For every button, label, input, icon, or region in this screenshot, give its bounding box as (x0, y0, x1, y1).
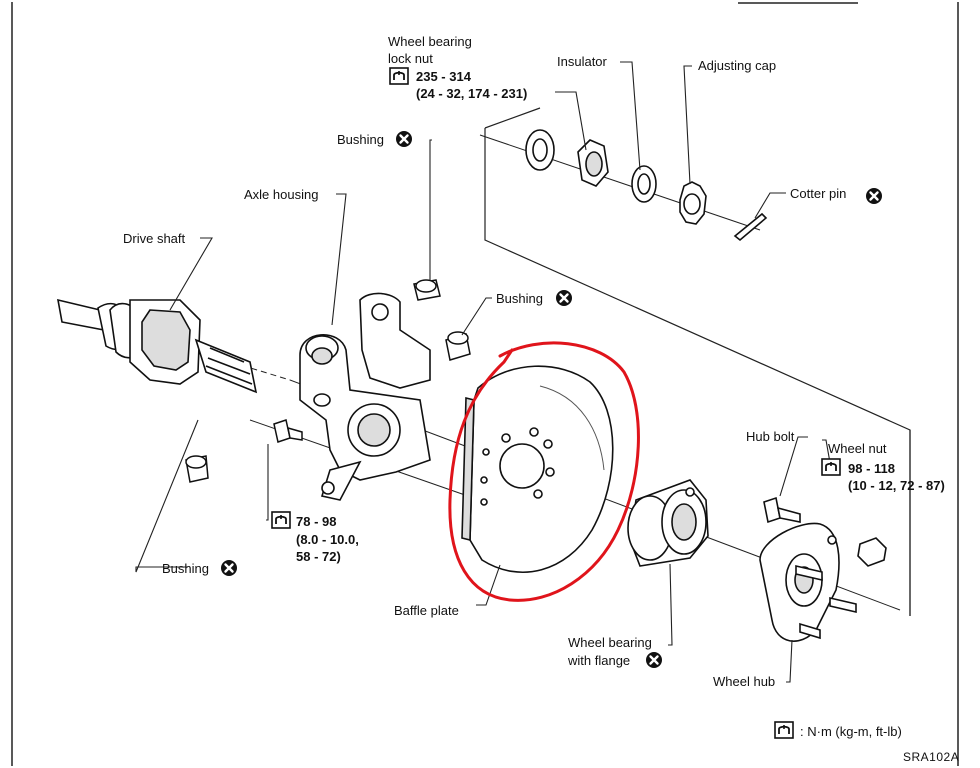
label-cotter-pin: Cotter pin (790, 186, 847, 201)
bushings (185, 279, 471, 483)
wrench-torque-icon (389, 67, 409, 85)
label-lock-nut-line2: lock nut (388, 50, 433, 67)
label-bushing-bottom: Bushing (162, 561, 209, 576)
x-circle-icon (644, 650, 664, 670)
bolt-torque2: (8.0 - 10.0, (296, 532, 359, 547)
frame-lines (11, 2, 959, 766)
label-baffle-plate: Baffle plate (394, 603, 459, 618)
label-bushing-top: Bushing (337, 132, 384, 147)
wrench-torque-icon (821, 458, 841, 476)
wheel-bearing-flange (627, 479, 709, 567)
label-axle-housing: Axle housing (244, 187, 319, 202)
figure-code: SRA102A (903, 750, 960, 764)
label-wheel-bearing-flange-2: with flange (568, 653, 631, 668)
drive-shaft (56, 298, 258, 394)
label-wheel-bearing-flange-1: Wheel bearing (568, 635, 652, 650)
wrench-torque-icon (774, 721, 794, 739)
x-circle-icon (864, 186, 884, 206)
highlight-circle (448, 341, 640, 602)
axle-housing (299, 292, 431, 501)
wrench-torque-icon (271, 511, 291, 529)
x-circle-icon (394, 129, 414, 149)
label-wheel-nut: Wheel nut (828, 441, 887, 456)
wheel-nut-torque2: (10 - 12, 72 - 87) (848, 478, 945, 493)
legend-text: : N·m (kg-m, ft-lb) (800, 724, 902, 739)
assembly-outline (484, 107, 911, 616)
lock-nut-torque1: 235 - 314 (416, 69, 471, 84)
label-bushing-right: Bushing (496, 291, 543, 306)
lock-nut-line2: lock nut (388, 51, 433, 66)
bolt-torque1: 78 - 98 (296, 514, 337, 529)
label-adjusting-cap: Adjusting cap (698, 58, 777, 73)
x-circle-icon (219, 558, 239, 578)
wheel-hub-assembly (759, 496, 887, 642)
upper-hardware (525, 129, 768, 242)
baffle-plate (461, 365, 614, 574)
x-circle-icon (554, 288, 574, 308)
label-wheel-hub: Wheel hub (713, 674, 776, 689)
label-drive-shaft: Drive shaft (123, 231, 186, 246)
bolt-torque3: 58 - 72) (296, 549, 341, 564)
lock-nut-line1: Wheel bearing (388, 34, 472, 49)
leader-lines (135, 61, 833, 683)
label-wheel-bearing-lock-nut: Wheel bearing (388, 33, 472, 50)
label-insulator: Insulator (557, 54, 607, 69)
knuckle-bolt (273, 419, 303, 443)
wheel-nut-torque1: 98 - 118 (848, 461, 895, 476)
label-hub-bolt: Hub bolt (746, 429, 795, 444)
lock-nut-torque2: (24 - 32, 174 - 231) (416, 86, 528, 101)
